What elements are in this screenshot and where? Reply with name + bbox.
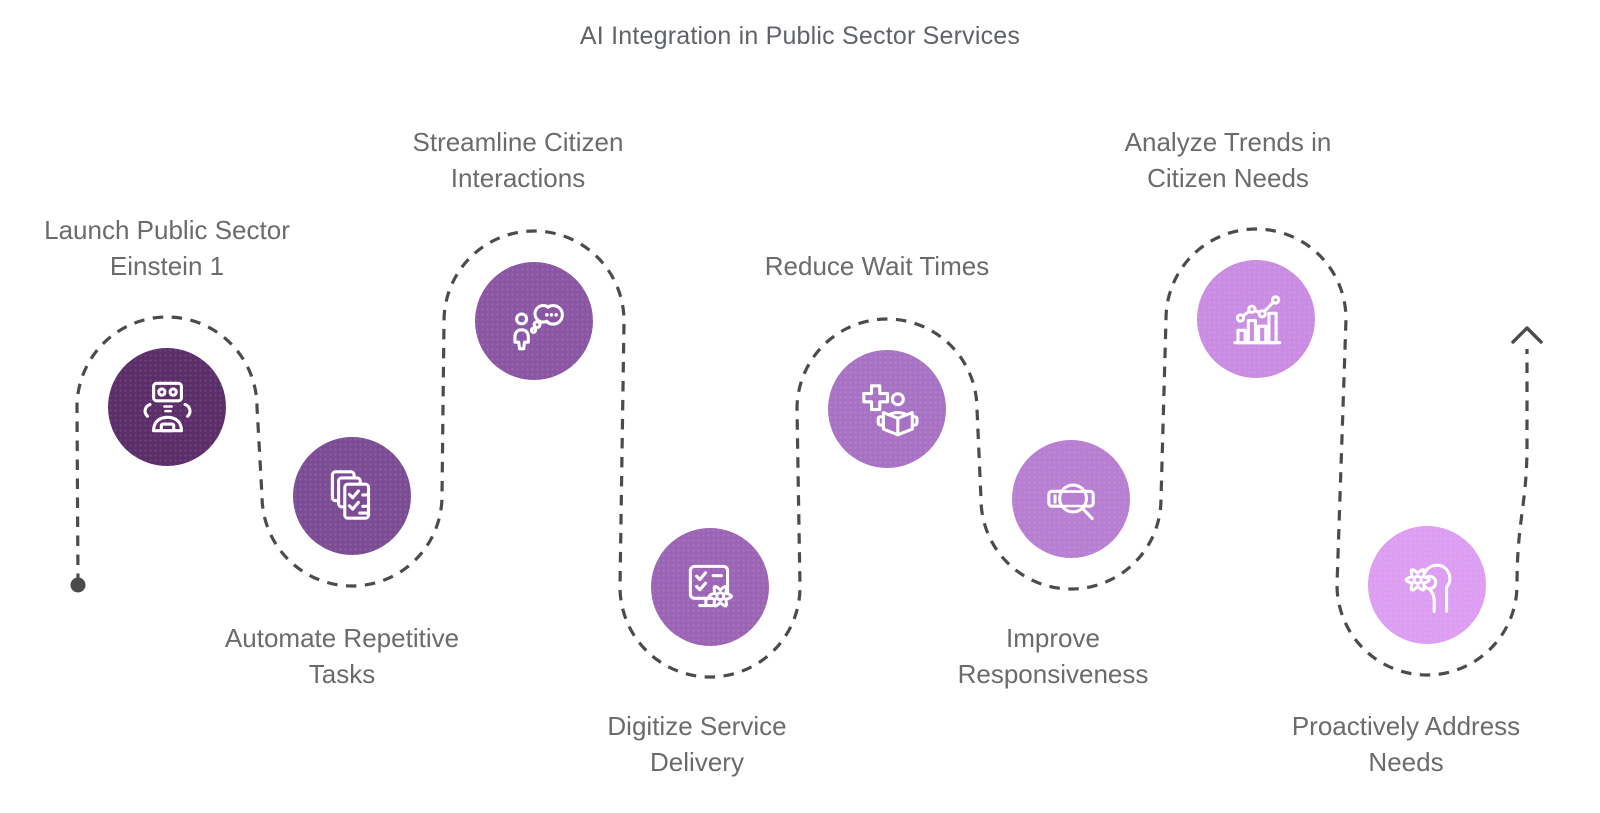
step-node-automate-tasks: [293, 437, 411, 555]
step-node-launch-einstein: [108, 348, 226, 466]
flow-start-dot: [70, 577, 86, 593]
step-node-proactively-address: [1368, 526, 1486, 644]
step-label-proactively-address: Proactively Address Needs: [1291, 711, 1521, 777]
step-node-digitize-delivery: [651, 528, 769, 646]
bar-chart-trend-icon: [1233, 295, 1282, 345]
step-label-digitize-delivery: Digitize Service Delivery: [607, 711, 787, 777]
step-label-streamline-interactions: Streamline Citizen Interactions: [412, 127, 624, 193]
flow-end-arrow-icon: [1511, 326, 1543, 344]
person-thought-bubble-icon: [513, 303, 564, 351]
step-node-improve-responsiveness: [1012, 440, 1130, 558]
step-label-automate-tasks: Automate Repetitive Tasks: [224, 623, 460, 689]
plus-book-reader-icon: [862, 384, 919, 437]
dashed-flow-line: [75, 227, 1529, 679]
magnifier-banner-icon: [1047, 483, 1095, 521]
robot-icon: [143, 381, 192, 433]
step-node-analyze-trends: [1197, 260, 1315, 378]
step-label-reduce-wait-times: Reduce Wait Times: [764, 251, 990, 281]
hand-gear-icon: [1404, 563, 1452, 613]
step-label-improve-responsiveness: Improve Responsiveness: [957, 623, 1149, 689]
step-label-launch-einstein: Launch Public Sector Einstein 1: [44, 215, 290, 281]
diagram-title: AI Integration in Public Sector Services: [579, 22, 1021, 50]
screen-checklist-gear-icon: [688, 564, 733, 608]
step-node-reduce-wait-times: [828, 350, 946, 468]
step-label-analyze-trends: Analyze Trends in Citizen Needs: [1124, 127, 1332, 193]
step-node-streamline-interactions: [475, 262, 593, 380]
documents-checklist-icon: [330, 470, 371, 520]
